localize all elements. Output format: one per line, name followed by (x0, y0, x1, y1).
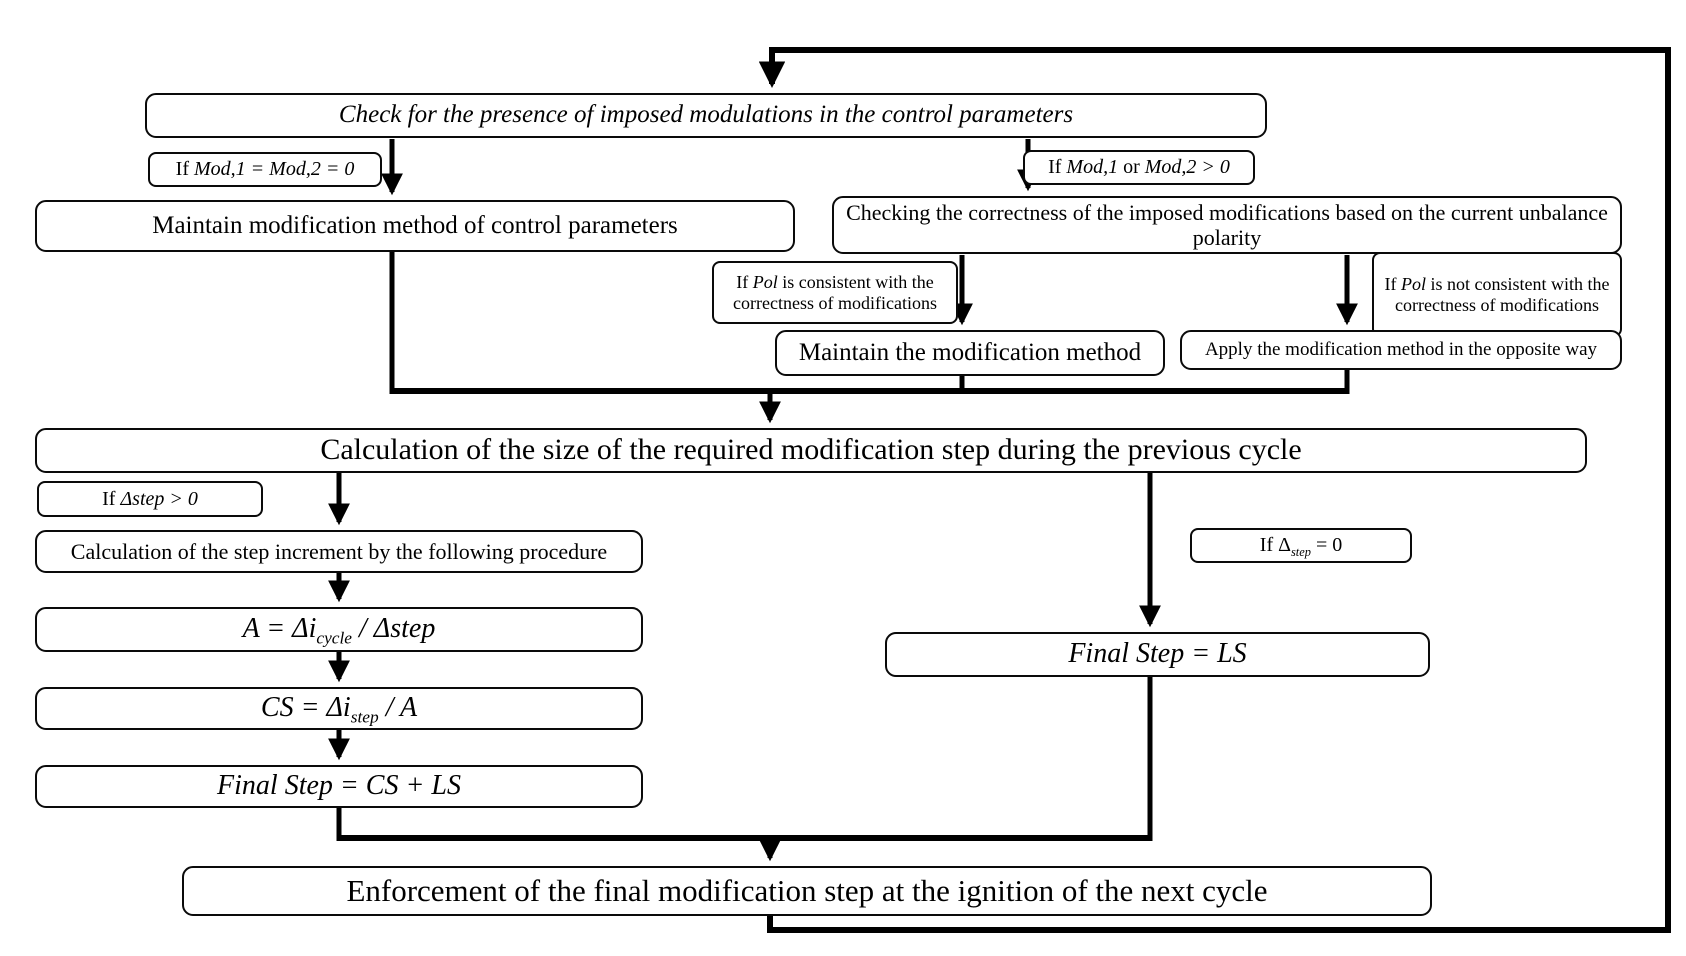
formula-final-step-ls-label: Final Step = LS (1068, 638, 1247, 670)
condition-mod-equal-zero-label: If Mod,1 = Mod,2 = 0 (175, 158, 355, 180)
condition-pol-consistent-label: If Pol is consistent with the correctnes… (733, 271, 937, 313)
condition-delta-step-positive-label: If Δstep > 0 (102, 487, 198, 510)
step-checking-correctness: Checking the correctness of the imposed … (832, 196, 1622, 254)
condition-pol-consistent: If Pol is consistent with the correctnes… (712, 261, 958, 324)
step-maintain-control-method: Maintain modification method of control … (35, 200, 795, 252)
step-maintain-control-method-label: Maintain modification method of control … (152, 211, 678, 239)
step-apply-opposite-method: Apply the modification method in the opp… (1180, 330, 1622, 370)
step-calculate-modification-step: Calculation of the size of the required … (35, 428, 1587, 473)
condition-delta-step-zero: If Δstep = 0 (1190, 528, 1412, 563)
condition-mod-positive-label: If Mod,1 or Mod,2 > 0 (1048, 156, 1230, 178)
condition-delta-step-zero-label: If Δstep = 0 (1259, 534, 1343, 559)
step-apply-opposite-method-label: Apply the modification method in the opp… (1204, 339, 1598, 361)
step-check-modulations-label: Check for the presence of imposed modula… (338, 101, 1074, 129)
step-checking-correctness-label: Checking the correctness of the imposed … (846, 199, 1608, 250)
formula-final-step-cs-plus-ls: Final Step = CS + LS (35, 765, 643, 808)
condition-mod-equal-zero: If Mod,1 = Mod,2 = 0 (148, 152, 382, 187)
step-calculate-step-increment: Calculation of the step increment by the… (35, 530, 643, 573)
formula-cs-equals: CS = Δistep / A (35, 687, 643, 730)
formula-a-equals: A = Δicycle / Δstep (35, 607, 643, 652)
step-check-modulations: Check for the presence of imposed modula… (145, 93, 1267, 138)
loop-return-line (758, 47, 1671, 933)
step-calculate-step-increment-label: Calculation of the step increment by the… (70, 538, 608, 564)
formula-final-step-ls: Final Step = LS (885, 632, 1430, 677)
condition-mod-positive: If Mod,1 or Mod,2 > 0 (1023, 150, 1255, 185)
formula-final-step-cs-plus-ls-label: Final Step = CS + LS (217, 770, 461, 802)
condition-pol-not-consistent-label: If Pol is not consistent with the correc… (1384, 273, 1610, 315)
condition-delta-step-positive: If Δstep > 0 (37, 481, 263, 517)
step-maintain-modification-method-label: Maintain the modification method (798, 338, 1142, 366)
step-enforce-final-step: Enforcement of the final modification st… (182, 866, 1432, 916)
step-maintain-modification-method: Maintain the modification method (775, 330, 1165, 376)
step-enforce-final-step-label: Enforcement of the final modification st… (346, 873, 1268, 909)
formula-cs-equals-label: CS = Δistep / A (260, 692, 418, 727)
condition-pol-not-consistent: If Pol is not consistent with the correc… (1372, 252, 1622, 337)
step-calculate-modification-step-label: Calculation of the size of the required … (320, 433, 1302, 467)
formula-a-equals-label: A = Δicycle / Δstep (242, 613, 436, 648)
